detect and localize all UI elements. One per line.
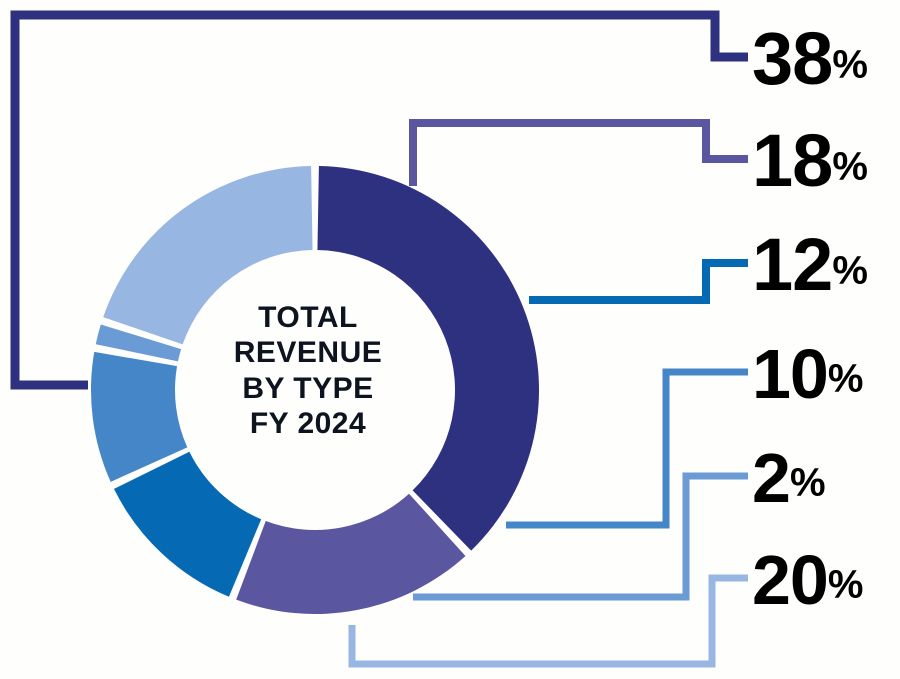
value-label-10-number: 10 (752, 335, 829, 413)
value-label-18-percent: % (832, 144, 868, 189)
value-label-18-number: 18 (752, 119, 833, 202)
leader-lines-group (10, 10, 748, 668)
value-label-12: 12% (752, 228, 868, 302)
value-label-38-number: 38 (752, 17, 833, 100)
value-label-2-percent: % (789, 460, 826, 505)
value-label-2: 2% (752, 443, 826, 513)
value-label-38-percent: % (832, 42, 868, 87)
value-label-10-percent: % (827, 356, 864, 401)
donut-slice-12[interactable] (114, 451, 262, 597)
value-label-12-number: 12 (752, 223, 833, 306)
leader-line-10 (506, 368, 748, 529)
value-label-2-number: 2 (752, 439, 791, 517)
leader-line-18 (409, 119, 748, 186)
value-label-12-percent: % (832, 248, 868, 293)
value-label-20-number: 20 (752, 541, 829, 619)
donut-slice-20[interactable] (103, 166, 313, 345)
leader-line-12 (529, 259, 748, 304)
donut-slice-38[interactable] (317, 166, 540, 551)
value-label-10: 10% (752, 339, 864, 409)
donut-slice-18[interactable] (236, 493, 466, 615)
leader-line-20 (348, 574, 748, 668)
donut-slices (91, 166, 540, 615)
donut-slice-2[interactable] (95, 324, 182, 362)
value-label-20-percent: % (827, 562, 864, 607)
leader-line-38 (10, 10, 748, 390)
value-label-38: 38% (752, 22, 868, 96)
leader-line-2 (413, 472, 748, 601)
donut-slice-10[interactable] (91, 351, 188, 482)
value-label-20: 20% (752, 545, 864, 615)
value-label-18: 18% (752, 124, 868, 198)
